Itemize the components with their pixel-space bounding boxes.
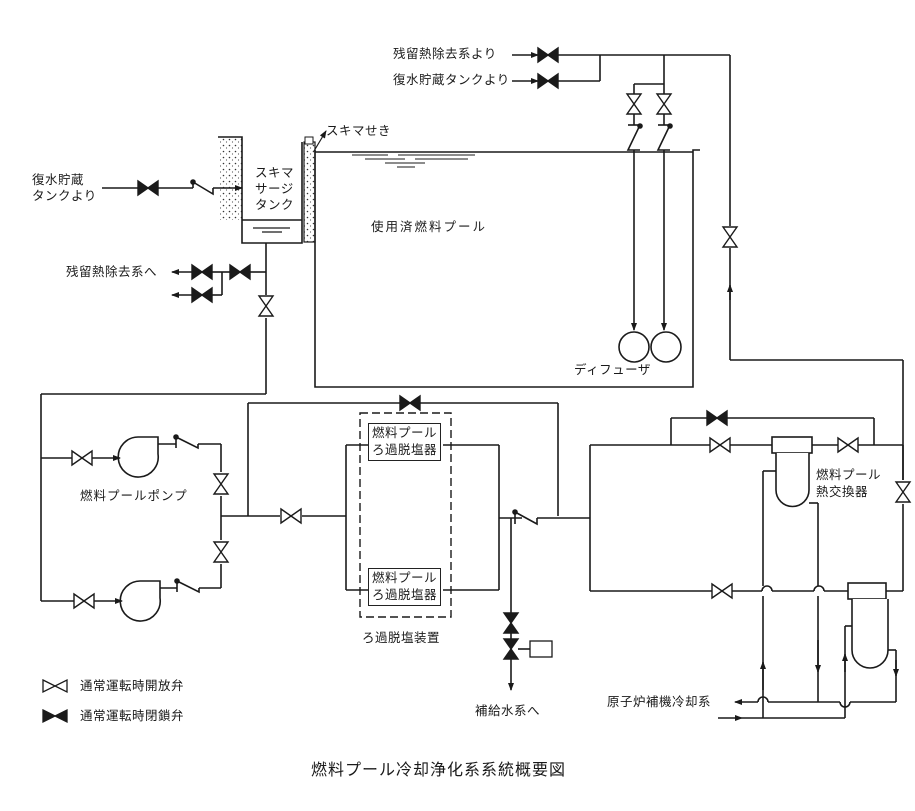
valve-hx-outlet-open-icon (837, 436, 859, 454)
label-to-residual-heat-removal: 残留熱除去系へ (66, 264, 158, 279)
label-heat-exchanger-2: 熱交換器 (816, 484, 869, 499)
valve-rhr-outlet-2-closed-icon (191, 263, 213, 281)
top-inlet-lines (512, 52, 904, 480)
label-residual-heat-removal-from: 残留熱除去系より (393, 46, 497, 61)
label-spent-fuel-pool: 使用済燃料プール (371, 219, 488, 234)
label-demineralizer-unit: ろ過脱塩装置 (362, 630, 441, 645)
demineralizer-lower: 燃料プール ろ過脱塩器 (368, 568, 442, 606)
demineralizer-unit-boundary (359, 412, 452, 618)
label-fuel-pool-pump: 燃料プールポンプ (80, 488, 188, 503)
legend-open-valve-icon (42, 678, 68, 694)
valve-return-line-open-icon (721, 226, 739, 248)
fuel-pool-pump-2 (119, 580, 162, 622)
valve-surge-tank-outlet-open-icon (257, 295, 275, 317)
legend-open-valve-label: 通常運転時開放弁 (80, 678, 185, 693)
surge-tank-outlet (40, 243, 267, 601)
valve-condensate-left-inlet-closed-icon (137, 179, 159, 197)
label-condensate-tank-from-top: 復水貯蔵タンクより (393, 72, 510, 87)
valve-pump1-discharge-open-icon (212, 473, 230, 495)
valve-demineralizer-inlet-open-icon (280, 507, 302, 525)
demineralizer-upper: 燃料プール ろ過脱塩器 (368, 423, 442, 461)
legend-closed-valve-icon (42, 708, 68, 724)
label-condensate-tank-from-left-2: タンクより (32, 188, 97, 203)
valve-hx-bypass-closed-icon (706, 409, 728, 427)
label-reactor-aux-cooling: 原子炉補機冷却系 (607, 694, 712, 709)
valve-diffuser-1-open-icon (625, 93, 643, 115)
skimmer-weir (303, 141, 316, 243)
valve-rhr-outlet-1-closed-icon (229, 263, 251, 281)
label-demineralizer-upper-2: ろ過脱塩器 (372, 441, 438, 457)
label-demineralizer-lower-1: 燃料プール (372, 570, 438, 585)
valve-hx-inlet-open-icon (709, 436, 731, 454)
valve-rhr-outlet-3-closed-icon (191, 286, 213, 304)
demineralizer-lines (345, 444, 590, 691)
skimmer-weir-pointer (313, 130, 327, 152)
actuator-box (529, 640, 553, 658)
label-skimmer-weir: スキマせき (326, 123, 392, 138)
pump-lines (41, 402, 559, 604)
valve-demineralizer-bypass-closed-icon (399, 394, 421, 412)
valve-hx-right-open-icon (894, 481, 912, 503)
diffuser-2 (650, 331, 682, 363)
valve-condensate-top-inlet-closed-icon (537, 72, 559, 90)
valve-pump1-suction-open-icon (71, 449, 93, 467)
fuel-pool-heat-exchanger-2 (847, 582, 889, 669)
fuel-pool-heat-exchanger-1 (771, 436, 813, 508)
valve-pump2-discharge-open-icon (212, 541, 230, 563)
valve-rhr-inlet-closed-icon (537, 46, 559, 64)
diffuser-1 (618, 331, 650, 363)
diagram-title: 燃料プール冷却浄化系系統概要図 (311, 760, 567, 779)
valve-makeup-1-closed-icon (502, 612, 520, 634)
label-heat-exchanger-1: 燃料プール (816, 467, 882, 482)
label-skimmer-surge-tank-1: スキマ (255, 165, 295, 180)
check-valve-diffuser-2 (656, 123, 673, 151)
label-diffuser: ディフューザ (574, 362, 651, 377)
valve-makeup-2-closed-icon (502, 638, 520, 660)
fuel-pool-pump-1 (117, 436, 160, 478)
valve-diffuser-2-open-icon (655, 93, 673, 115)
label-skimmer-surge-tank-3: タンク (255, 197, 295, 212)
valve-hx-lower-open-icon (711, 582, 733, 600)
skimmer-surge-tank (218, 136, 303, 244)
label-demineralizer-upper-1: 燃料プール (372, 425, 438, 440)
label-condensate-tank-from-left-1: 復水貯蔵 (32, 172, 85, 187)
skimmer-weir-cap (304, 136, 314, 145)
legend-closed-valve-label: 通常運転時閉鎖弁 (80, 708, 185, 723)
check-valve-diffuser-1 (626, 123, 643, 151)
heat-exchanger-lines (589, 417, 904, 721)
label-skimmer-surge-tank-2: サージ (255, 181, 294, 196)
label-demineralizer-lower-2: ろ過脱塩器 (372, 586, 438, 602)
condensate-inlet-line (102, 179, 243, 196)
label-to-makeup-water: 補給水系へ (475, 703, 541, 718)
spent-fuel-pool (314, 149, 700, 388)
valve-pump2-suction-open-icon (73, 592, 95, 610)
